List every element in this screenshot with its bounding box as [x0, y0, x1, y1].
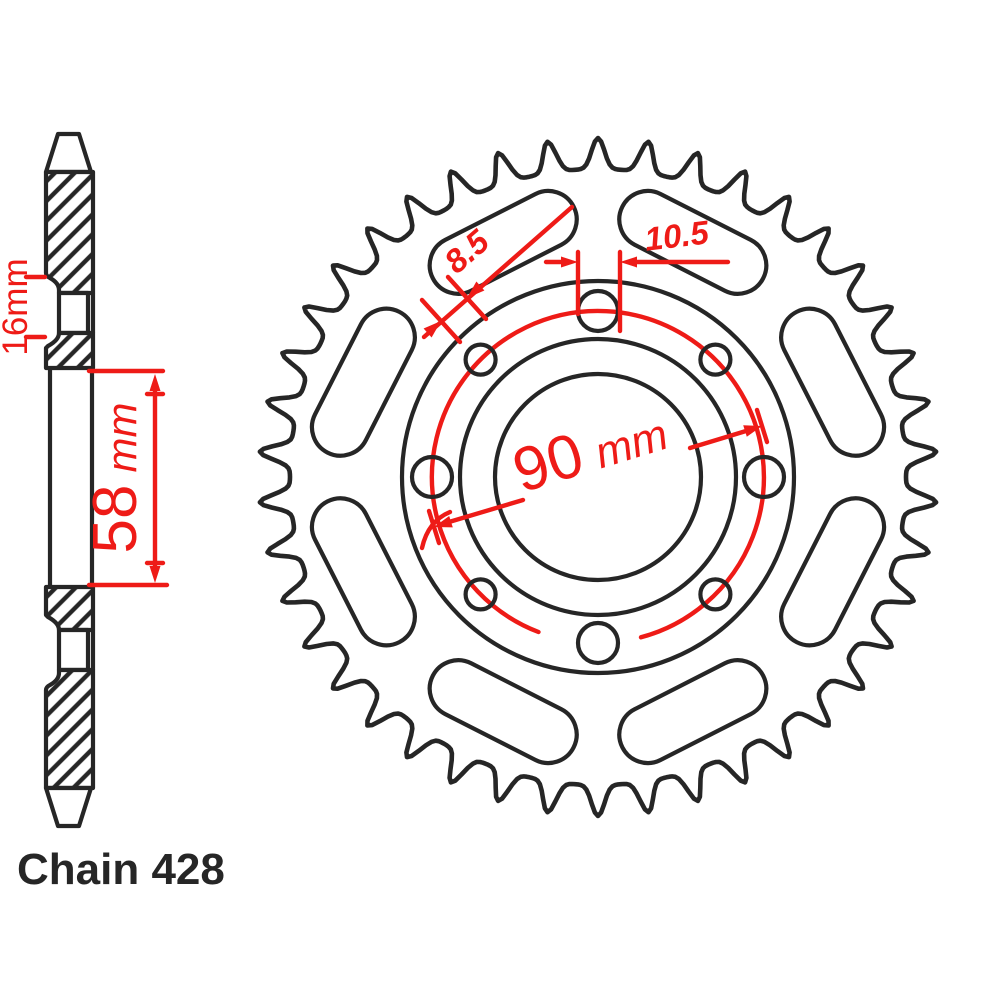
- lightening-slot: [309, 306, 417, 458]
- bolt-holes: [409, 288, 787, 666]
- bolt-hole: [409, 454, 455, 500]
- lightening-slot: [617, 188, 769, 296]
- dimension-16mm: 16mm: [0, 258, 48, 356]
- lightening-slot: [617, 658, 769, 766]
- label-16mm: 16mm: [0, 258, 35, 355]
- bolt-hole: [698, 577, 733, 612]
- lightening-slot: [427, 658, 579, 766]
- hub-outer-circle: [399, 278, 797, 676]
- dimension-8-5: 8.5: [419, 204, 575, 345]
- hatched-hub-bottom: [43, 584, 96, 633]
- hatched-ring-bottom: [43, 667, 96, 791]
- bolt-circle-red: [429, 308, 767, 640]
- lightening-slot: [309, 496, 417, 648]
- bolt-hole-section-bottom: [56, 627, 91, 673]
- lightening-slot: [779, 306, 887, 458]
- bottom-tooth-profile: [43, 785, 94, 829]
- dimension-58mm: 58mm: [81, 368, 170, 588]
- bolt-hole: [463, 342, 498, 377]
- bolt-hole: [575, 620, 621, 666]
- center-bore-circle: [492, 371, 704, 583]
- hatched-ring-top: [43, 169, 96, 296]
- dimension-10-5: 10.5: [543, 213, 731, 334]
- bolt-hole: [463, 577, 498, 612]
- front-view: [257, 135, 939, 819]
- lightening-slots: [309, 188, 887, 766]
- label-8-5: 8.5: [437, 222, 496, 280]
- side-section-view: [43, 131, 96, 829]
- hatched-hub-top: [43, 330, 96, 371]
- label-10-5: 10.5: [642, 213, 711, 258]
- label-90mm: 90mm: [505, 395, 675, 507]
- bolt-hole: [741, 454, 787, 500]
- lightening-slot: [779, 496, 887, 648]
- sprocket-teeth-outline: [257, 135, 939, 819]
- caption-chain-size: Chain 428: [17, 845, 225, 894]
- label-58mm: 58mm: [81, 403, 150, 554]
- top-tooth-profile: [43, 131, 94, 175]
- bolt-hole-section-top: [56, 290, 91, 336]
- bolt-hole: [698, 342, 733, 377]
- hub-inner-circle: [457, 336, 739, 618]
